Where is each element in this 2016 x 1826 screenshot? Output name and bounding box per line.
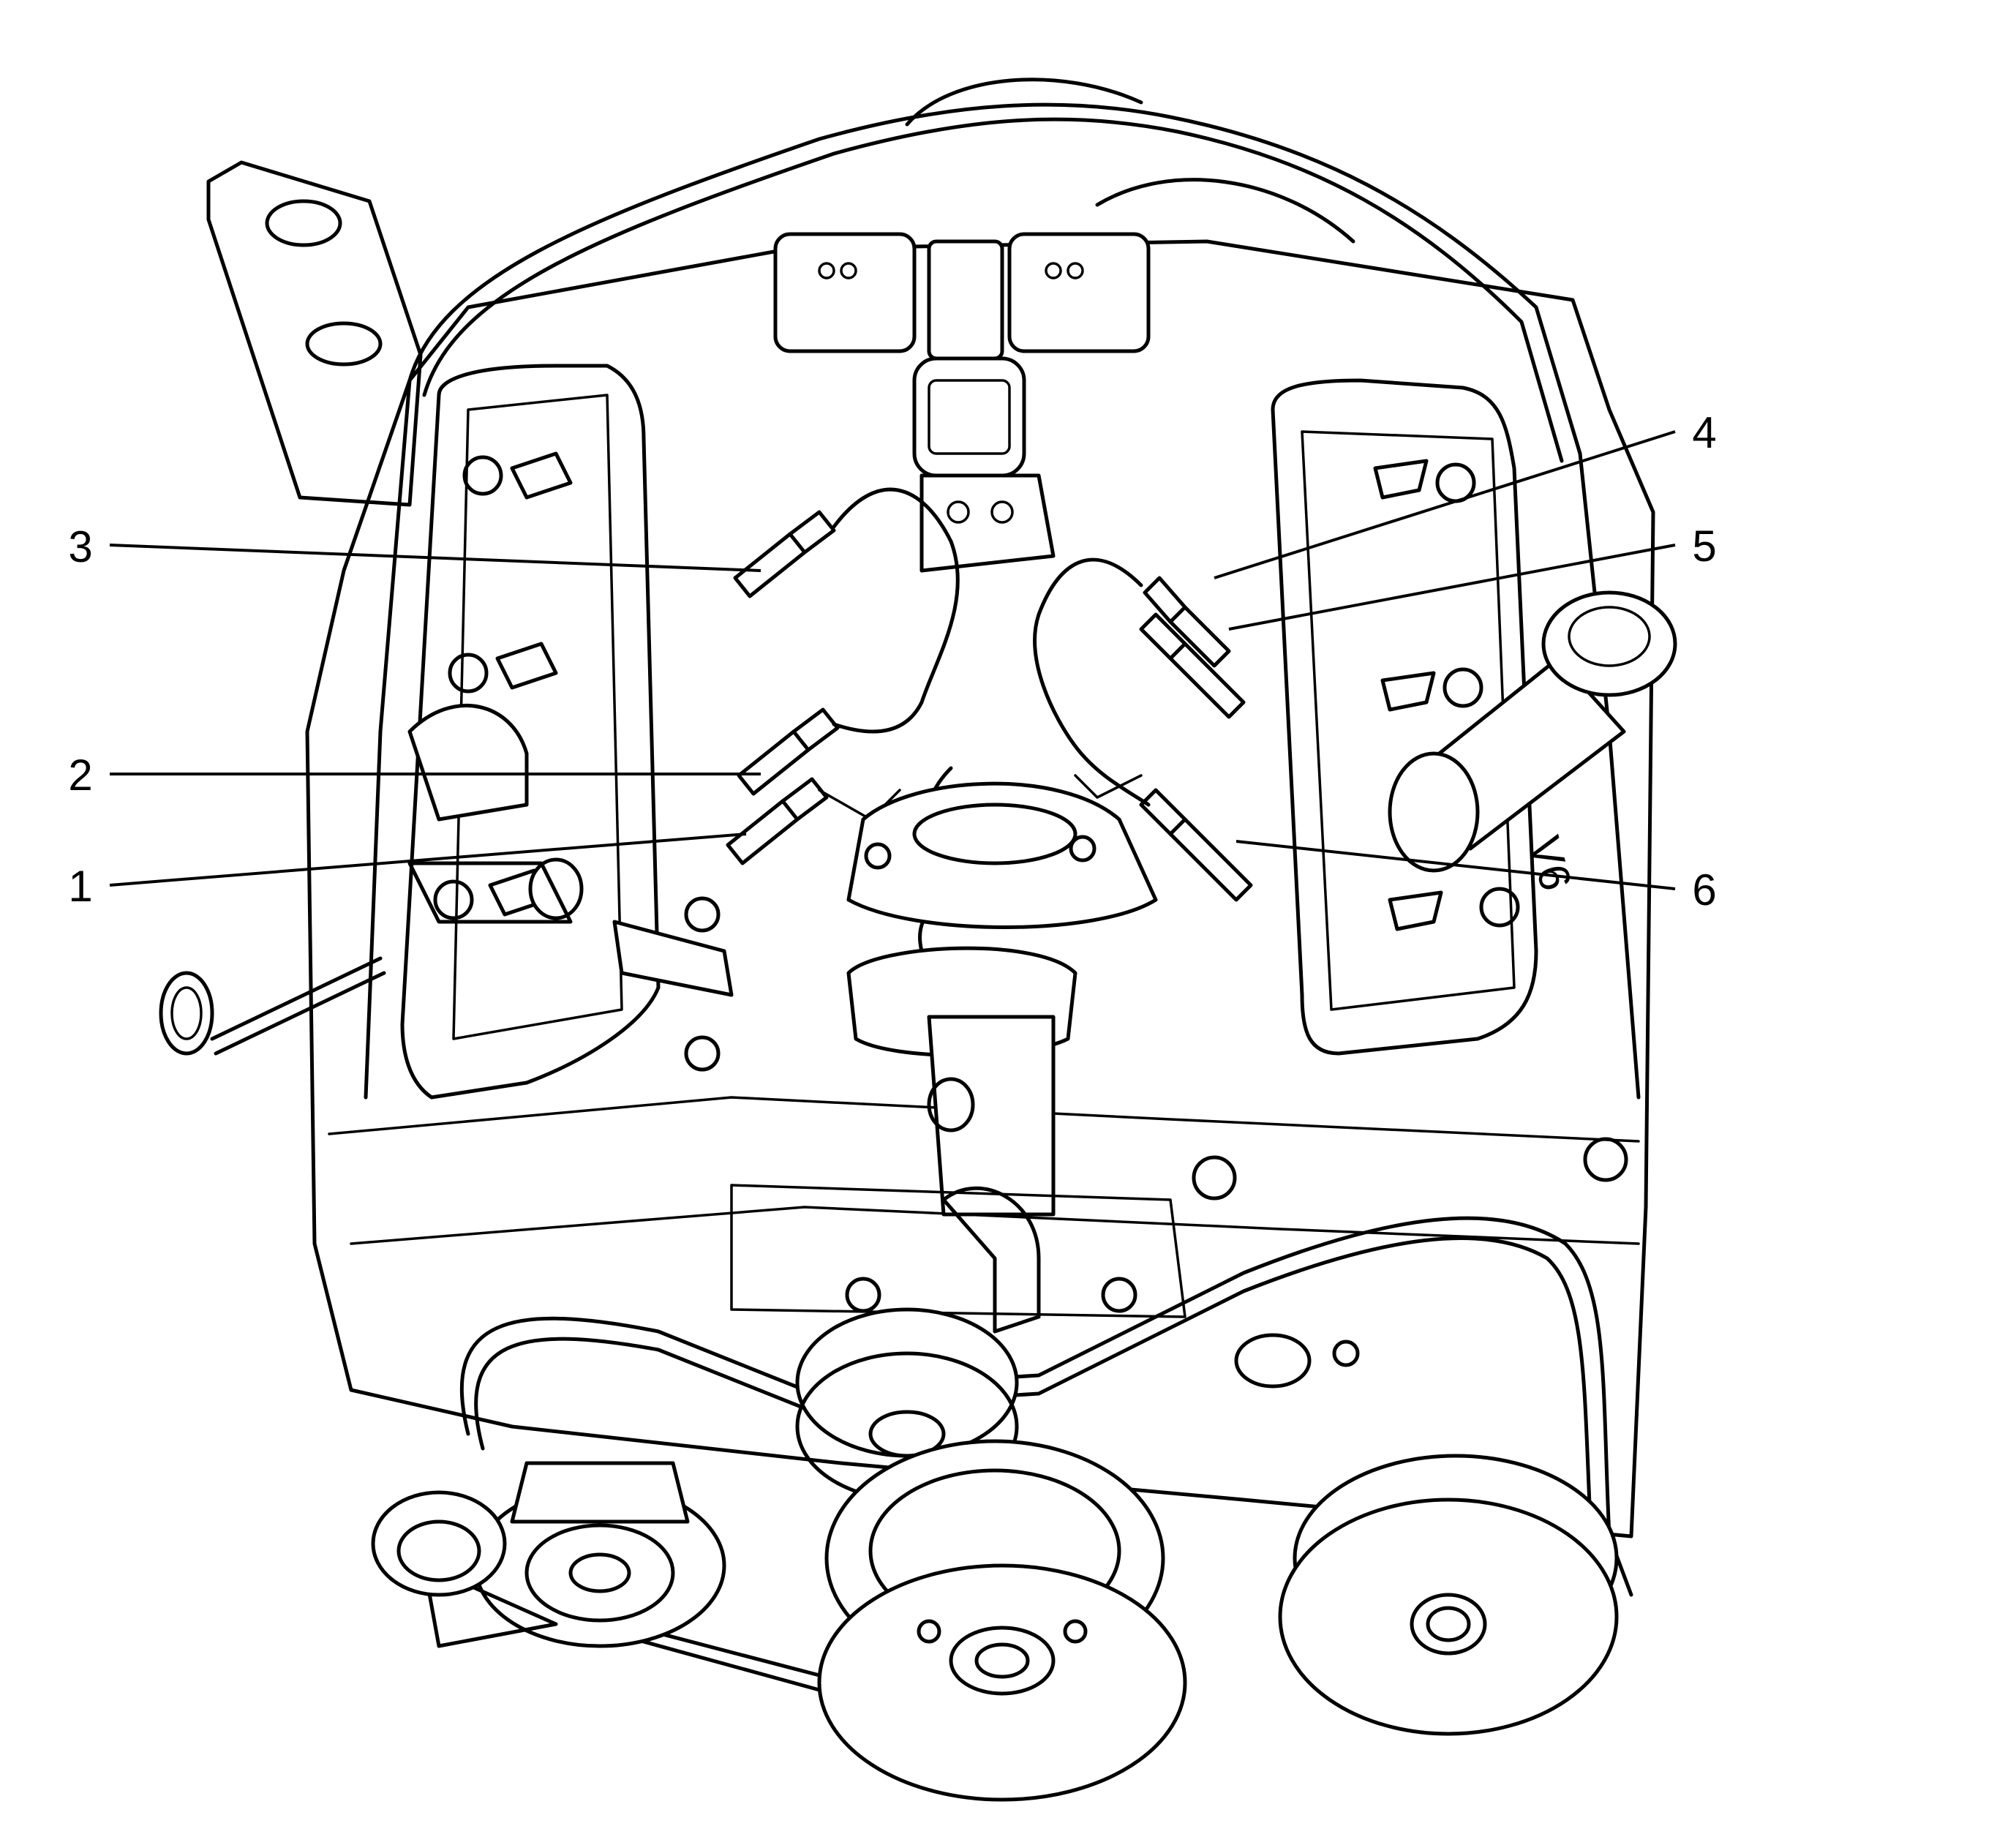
- lifting-bracket: [206, 160, 423, 507]
- callout-labels: 1 2 3 4 5 6: [68, 408, 1716, 914]
- tensioner-pulley: [422, 1461, 726, 1648]
- callout-5: 5: [1692, 522, 1716, 571]
- fuel-injectors: [726, 487, 1253, 902]
- power-steering-pulley: [1234, 1333, 1619, 1736]
- intake-manifold-center: [846, 781, 1158, 1217]
- callout-3: 3: [68, 522, 92, 571]
- front-cover: [684, 896, 1628, 1334]
- right-valve-cover: V6: [1271, 378, 1581, 1056]
- left-valve-cover: [400, 364, 661, 1100]
- leader-line-6: [1235, 840, 1676, 890]
- left-pulley: [371, 1490, 507, 1597]
- coil-packs: [773, 232, 1151, 573]
- callout-1: 1: [68, 862, 92, 911]
- leader-line-5: [1228, 544, 1676, 631]
- callout-leaders: [109, 430, 1676, 890]
- dipstick: [159, 956, 386, 1056]
- callout-6: 6: [1692, 865, 1716, 914]
- callout-4: 4: [1692, 408, 1716, 457]
- hoses: [407, 704, 1012, 997]
- oil-fill-cap: [1388, 590, 1677, 873]
- leader-line-3: [109, 544, 761, 572]
- leader-line-1: [109, 833, 747, 887]
- leader-line-4: [1214, 430, 1676, 579]
- water-pump-pulley: [817, 1439, 1187, 1802]
- callout-2: 2: [68, 751, 92, 800]
